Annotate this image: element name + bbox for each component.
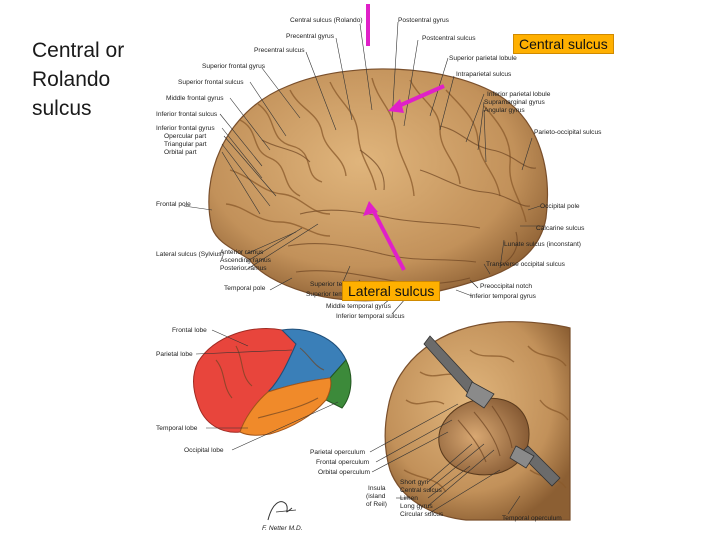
label-intraparietal-sulcus: Intraparietal sulcus <box>456 71 512 78</box>
label-middle-temporal-gyrus: Middle temporal gyrus <box>326 303 392 310</box>
label-temporal-lobe: Temporal lobe <box>156 425 198 432</box>
label-circular-sulcus: Circular sulcus <box>400 511 444 518</box>
label-inferior-temporal-sulcus: Inferior temporal sulcus <box>336 313 405 320</box>
label-parietal-lobe: Parietal lobe <box>156 351 193 358</box>
label-anterior-ramus: Anterior ramus <box>220 249 264 256</box>
netter-signature: F. Netter M.D. <box>262 501 303 532</box>
label-lunate-sulcus: Lunate sulcus (inconstant) <box>504 241 581 248</box>
lateral-brain-shape <box>208 68 549 302</box>
label-lateral-sulcus-sylvius: Lateral sulcus (Sylvius) <box>156 251 224 258</box>
label-short-gyri: Short gyri <box>400 479 429 486</box>
lateral-brain-view <box>208 68 549 302</box>
insula-view: Parietal operculum Frontal operculum Orb… <box>310 321 571 522</box>
retractor-lower-tip <box>509 445 535 469</box>
label-insula-central-sulcus: Central sulcus <box>400 487 442 494</box>
label-temporal-pole: Temporal pole <box>224 285 266 292</box>
label-transverse-occipital-sulcus: Transverse occipital sulcus <box>486 261 566 268</box>
lobes-view: Frontal lobe Parietal lobe Temporal lobe… <box>156 327 352 454</box>
label-triangular-part: Triangular part <box>164 141 207 148</box>
label-inferior-frontal-sulcus: Inferior frontal sulcus <box>156 111 218 118</box>
label-superior-parietal-lobule: Superior parietal lobule <box>449 55 517 62</box>
label-superior-frontal-sulcus: Superior frontal sulcus <box>178 79 244 86</box>
label-central-sulcus-rolando: Central sulcus (Rolando) <box>290 17 363 24</box>
slide-title: Central or Rolando sulcus <box>32 39 125 120</box>
label-occipital-lobe: Occipital lobe <box>184 447 224 454</box>
signature-text: F. Netter M.D. <box>262 525 303 532</box>
arrow-central-diagonal <box>393 84 445 110</box>
label-posterior-ramus: Posterior ramus <box>220 265 267 272</box>
label-precentral-gyrus: Precentral gyrus <box>286 33 335 40</box>
label-postcentral-sulcus: Postcentral sulcus <box>422 35 476 42</box>
annotation-arrows <box>363 4 445 271</box>
label-orbital-operculum: Orbital operculum <box>318 469 371 476</box>
label-calcarine-sulcus: Calcarine sulcus <box>536 225 585 232</box>
temporal-lobe-region <box>239 377 332 436</box>
arrow-lateral <box>370 207 406 271</box>
label-preoccipital-notch: Preoccipital notch <box>480 283 532 290</box>
retractor-upper-tip <box>465 381 495 409</box>
label-frontal-lobe: Frontal lobe <box>172 327 207 334</box>
label-parieto-occipital-sulcus: Parieto-occipital sulcus <box>534 129 602 136</box>
lateral-sulcus-callout: Lateral sulcus <box>342 281 441 301</box>
label-limen: Limen <box>400 495 418 502</box>
label-parietal-operculum: Parietal operculum <box>310 449 365 456</box>
label-frontal-pole: Frontal pole <box>156 201 191 208</box>
label-opercular-part: Opercular part <box>164 133 206 140</box>
label-precentral-sulcus: Precentral sulcus <box>254 47 305 54</box>
label-occipital-pole: Occipital pole <box>540 203 580 210</box>
label-inferior-frontal-gyrus: Inferior frontal gyrus <box>156 125 215 132</box>
label-postcentral-gyrus: Postcentral gyrus <box>398 17 450 24</box>
label-superior-frontal-gyrus: Superior frontal gyrus <box>202 63 266 70</box>
label-ascending-ramus: Ascending ramus <box>220 257 272 264</box>
label-temporal-operculum: Temporal operculum <box>502 515 562 522</box>
label-long-gyrus: Long gyrus <box>400 503 433 510</box>
label-inferior-temporal-gyrus: Inferior temporal gyrus <box>470 293 537 300</box>
label-orbital-part: Orbital part <box>164 149 197 156</box>
label-angular-gyrus: Angular gyrus <box>484 107 525 114</box>
label-supramarginal-gyrus: Supramarginal gyrus <box>484 99 546 106</box>
arrow-lateral-head <box>363 201 378 216</box>
label-island: (island <box>366 493 386 500</box>
label-insula: Insula <box>368 485 386 492</box>
central-sulcus-callout: Central sulcus <box>513 34 614 54</box>
label-of-reil: of Reil) <box>366 501 387 508</box>
label-frontal-operculum: Frontal operculum <box>316 459 370 466</box>
arrow-central-head <box>388 99 404 113</box>
label-middle-frontal-gyrus: Middle frontal gyrus <box>166 95 224 102</box>
label-inferior-parietal-lobule: Inferior parietal lobule <box>487 91 551 98</box>
